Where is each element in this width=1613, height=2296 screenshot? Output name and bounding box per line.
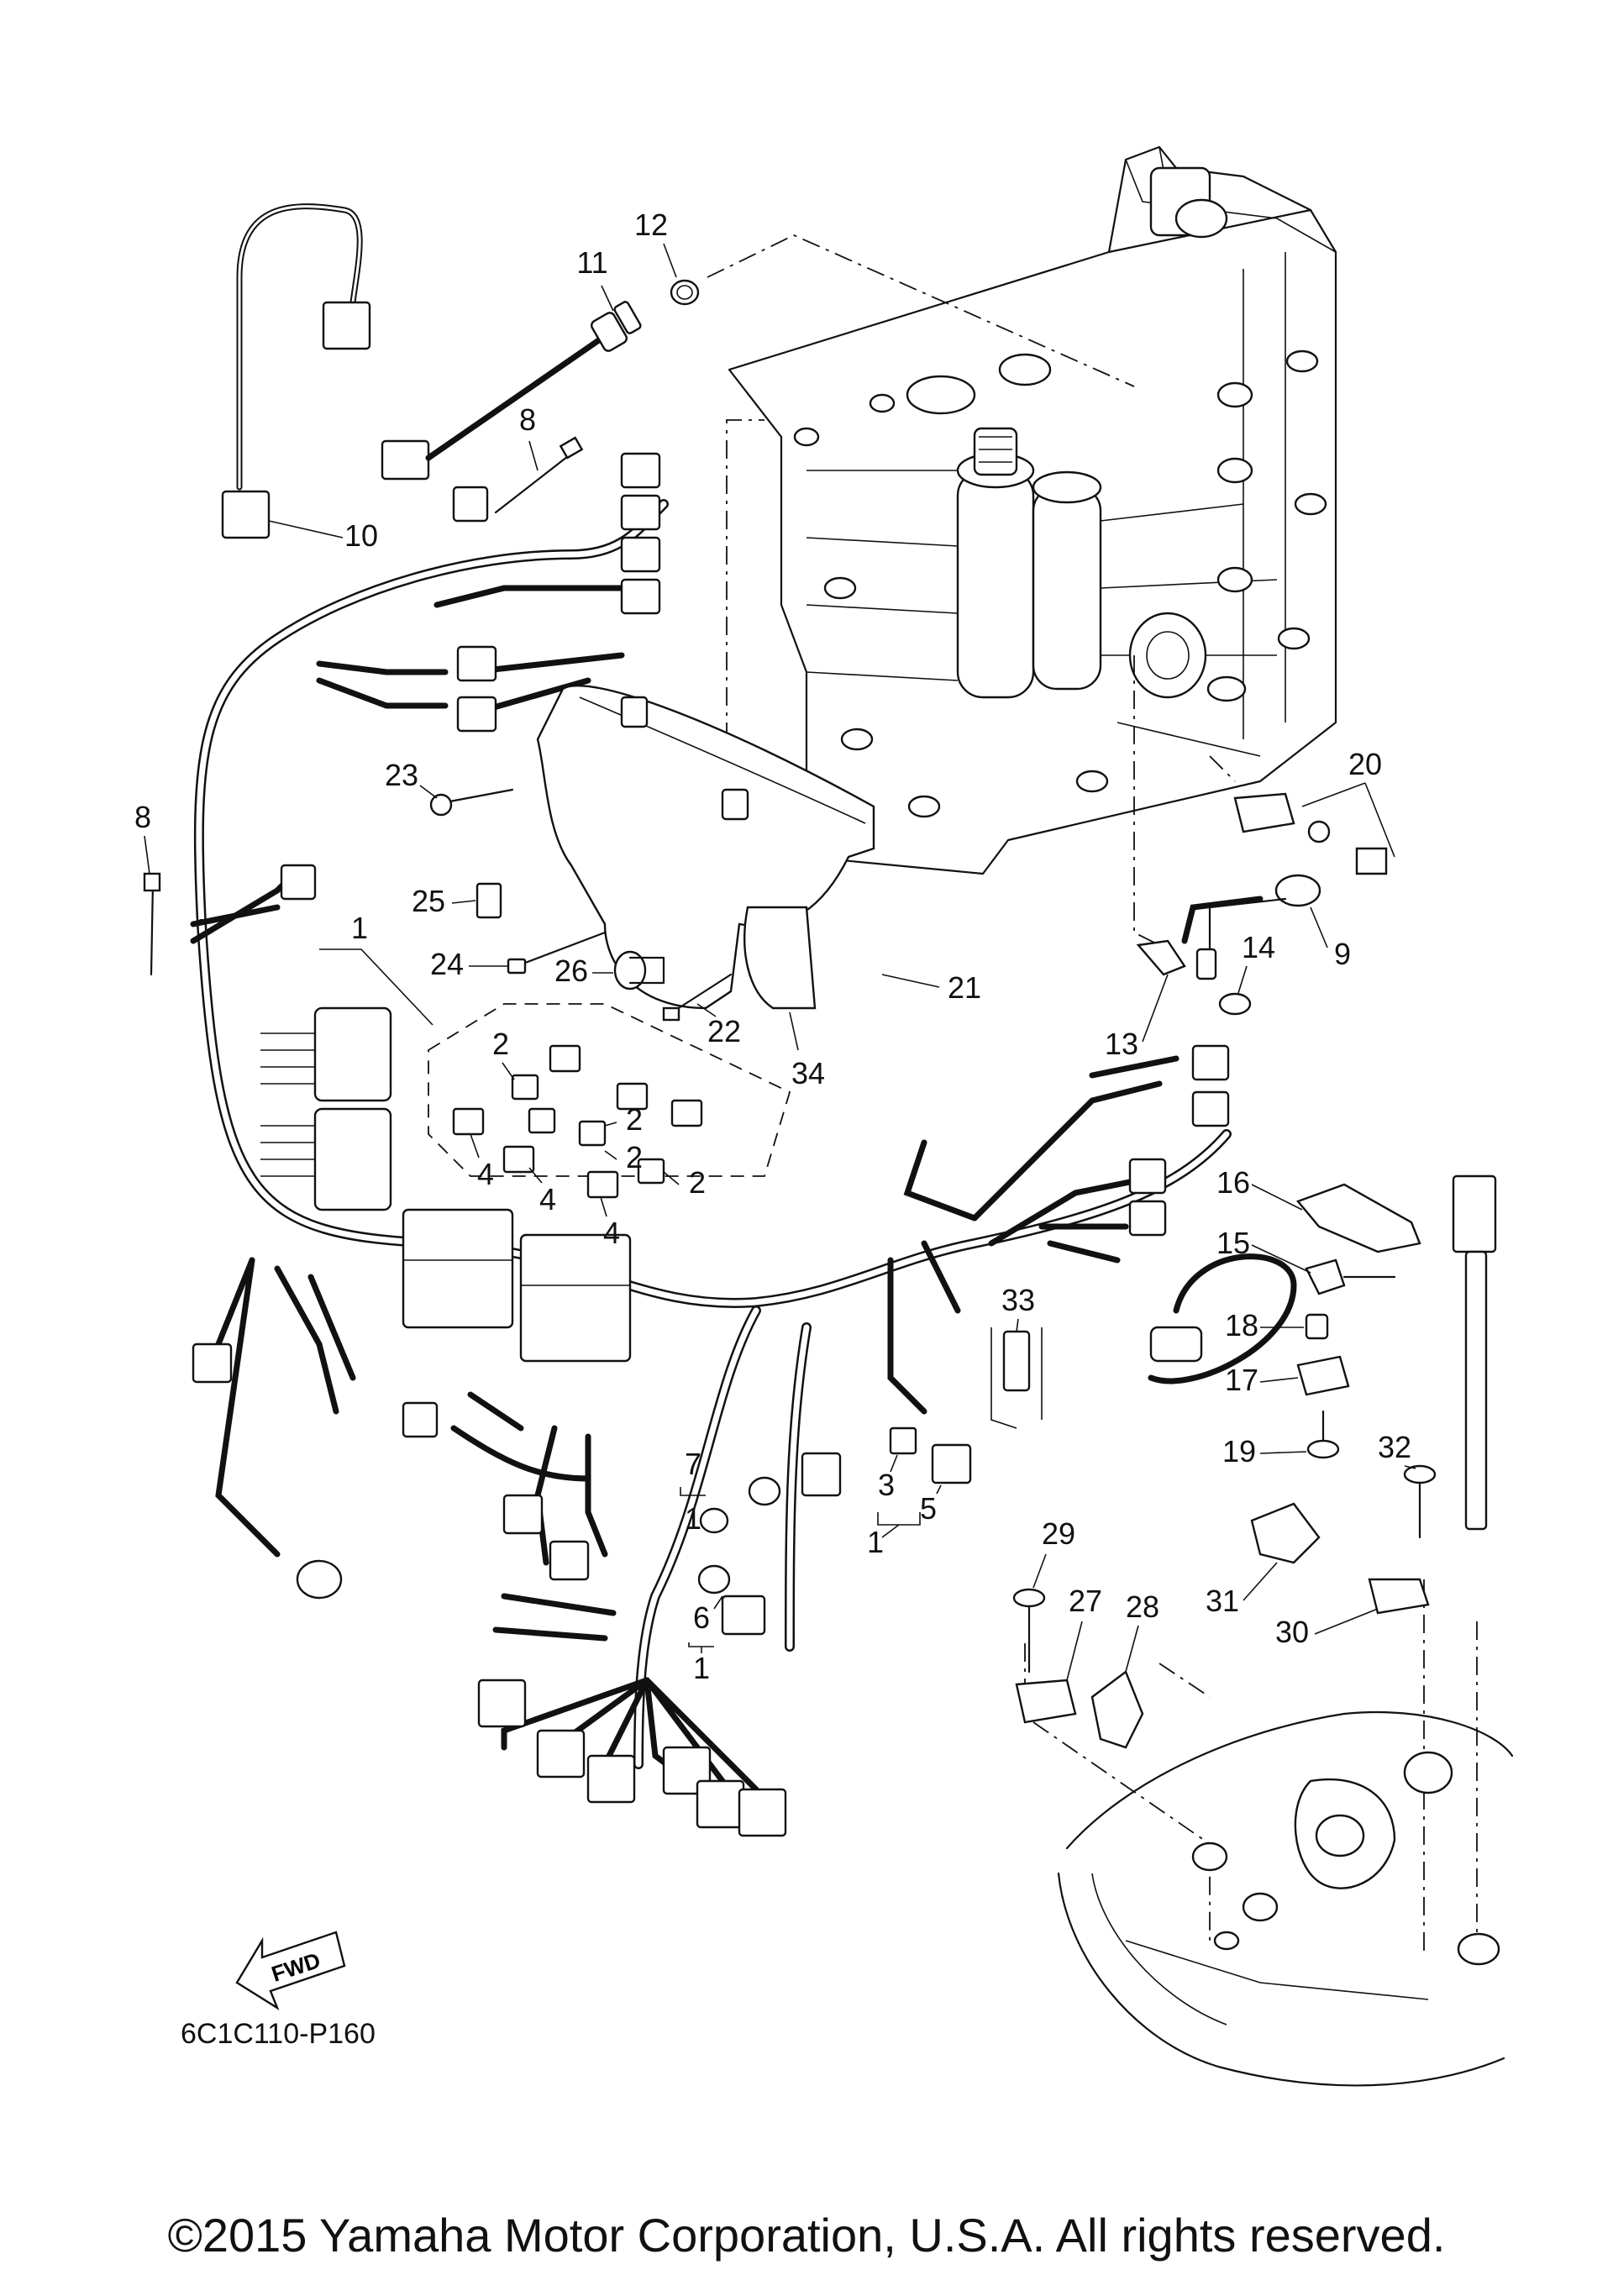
callout-label: 12 — [634, 208, 668, 242]
callout-label: 20 — [1348, 747, 1382, 781]
lower-casing — [1057, 1710, 1514, 2087]
callout-label: 4 — [539, 1182, 556, 1216]
callout-label: 8 — [519, 402, 536, 437]
callout-label: 2 — [626, 1140, 643, 1174]
callout-label: 21 — [948, 970, 981, 1005]
callout-label: 1 — [693, 1651, 710, 1685]
callout-label: 25 — [412, 884, 445, 918]
callout-labels: 12 11 8 10 8 23 20 25 1 24 26 22 21 9 14… — [134, 208, 1416, 1685]
callout-label: 4 — [477, 1157, 494, 1191]
engine-block — [728, 145, 1337, 875]
callout-label: 29 — [1042, 1516, 1075, 1551]
callout-label: 18 — [1225, 1308, 1258, 1342]
connectors — [143, 279, 1497, 2010]
callout-label: 19 — [1222, 1434, 1256, 1468]
callout-label: 1 — [351, 911, 368, 945]
callout-label: 5 — [920, 1491, 937, 1526]
callout-label: 11 — [576, 245, 607, 280]
callout-label: 26 — [554, 954, 588, 988]
diagram-code: 6C1C110-P160 — [181, 2018, 376, 2050]
callout-label: 13 — [1105, 1027, 1138, 1061]
callout-label: 22 — [707, 1014, 741, 1048]
callout-label: 7 — [685, 1447, 701, 1481]
callout-label: 16 — [1216, 1165, 1250, 1200]
callout-label: 33 — [1001, 1283, 1035, 1317]
callout-label: 6 — [693, 1600, 710, 1635]
callout-label: 24 — [430, 947, 464, 981]
callout-label: 17 — [1225, 1363, 1258, 1397]
copyright-notice: ©2015 Yamaha Motor Corporation, U.S.A. A… — [168, 2209, 1446, 2262]
callout-label: 8 — [134, 800, 151, 834]
callout-label: 23 — [385, 758, 418, 792]
callout-label: 27 — [1069, 1584, 1102, 1618]
callout-label: 2 — [626, 1102, 643, 1137]
callout-label: 14 — [1242, 930, 1275, 964]
wire-harness — [190, 203, 1297, 1801]
callout-label: 15 — [1216, 1226, 1250, 1260]
callout-label: 2 — [689, 1165, 706, 1200]
callout-label: 10 — [344, 518, 378, 553]
fwd-arrow-icon — [235, 1931, 346, 2010]
callout-label: 3 — [878, 1468, 895, 1502]
callout-label: 9 — [1334, 937, 1351, 971]
callout-label: 32 — [1378, 1430, 1411, 1464]
callout-label: 4 — [603, 1216, 620, 1250]
callout-label: 1 — [685, 1501, 701, 1536]
callout-label: 1 — [867, 1525, 884, 1559]
callout-label: 34 — [791, 1056, 825, 1090]
callout-label: 2 — [492, 1027, 509, 1061]
callout-label: 28 — [1126, 1589, 1159, 1624]
callout-label: 31 — [1206, 1584, 1239, 1618]
callout-label: 30 — [1275, 1615, 1309, 1649]
